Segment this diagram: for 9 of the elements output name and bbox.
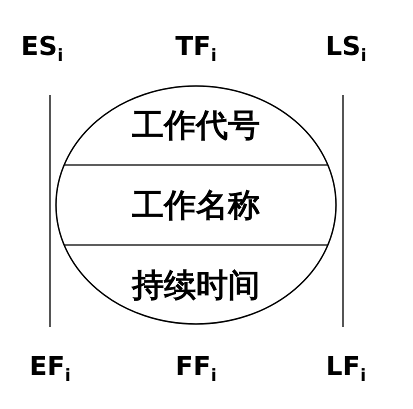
time-parameter-label: LF$_{i}$ xyxy=(326,352,366,388)
time-parameter-label: LS$_{i}$ xyxy=(325,32,367,68)
field-text: 工作代号 xyxy=(131,105,261,145)
field-text: 持续时间 xyxy=(130,265,261,305)
time-parameter-label: EF$_{i}$ xyxy=(29,352,71,388)
field-text: 工作名称 xyxy=(131,185,261,225)
time-parameter-label: FF$_{i}$ xyxy=(175,352,217,388)
time-parameter-label: TF$_{i}$ xyxy=(175,32,217,68)
time-parameter-label: ES$_{i}$ xyxy=(20,32,64,68)
